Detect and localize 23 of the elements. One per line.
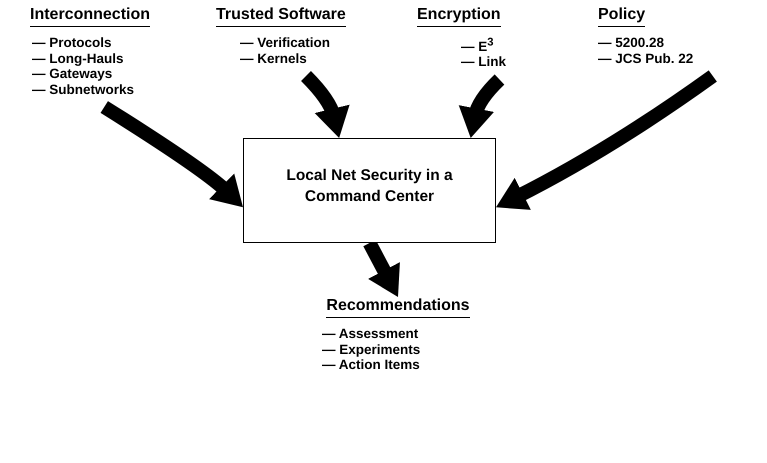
list-item: — Kernels: [240, 50, 307, 66]
list-item: — Experiments: [322, 342, 420, 356]
list-item: — Verification: [240, 35, 330, 50]
arrow: [459, 74, 504, 138]
list-item: — Link: [461, 54, 506, 69]
list-item: — Subnetworks: [32, 82, 134, 96]
list-item: — Gateways: [32, 66, 112, 81]
group-heading: Trusted Software: [216, 6, 346, 27]
process-box: [243, 138, 496, 243]
arrow: [100, 101, 244, 207]
box-label: Local Net Security in a Command Center: [285, 166, 454, 206]
list-item: — Action Items: [322, 357, 420, 372]
arrow: [496, 70, 717, 210]
group-heading: Encryption: [417, 6, 501, 27]
list-item: — JCS Pub. 22: [598, 50, 694, 66]
list-item: — Long-Hauls: [32, 50, 124, 66]
group-heading: Interconnection: [30, 6, 150, 27]
group-heading: Policy: [598, 6, 646, 27]
list-item: — Assessment: [322, 326, 418, 341]
list-item: — Protocols: [32, 35, 112, 50]
list-item: — E$^{3}$: [461, 38, 494, 54]
group-heading: Recommendations: [326, 297, 470, 318]
list-item: — 5200.28: [598, 35, 664, 50]
